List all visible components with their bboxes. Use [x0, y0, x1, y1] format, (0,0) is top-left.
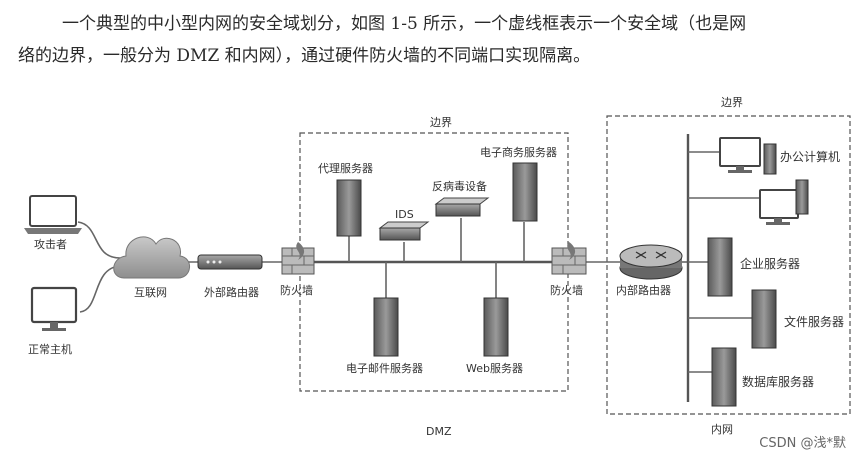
- watermark: CSDN @浅*默: [759, 436, 846, 451]
- antivirus-label: 反病毒设备: [432, 179, 487, 193]
- internet-label: 互联网: [134, 286, 167, 299]
- external-router-label: 外部路由器: [204, 285, 259, 299]
- normal-host-label: 正常主机: [28, 342, 72, 356]
- firewall-left-icon: [281, 242, 315, 275]
- office-computer-2-icon: [759, 179, 809, 225]
- internal-router-icon: [619, 244, 683, 280]
- database-server-icon: [711, 347, 737, 407]
- office-computer-monitor-icon: [719, 137, 777, 175]
- intranet-zone: [606, 115, 851, 415]
- ids-label: IDS: [395, 208, 414, 221]
- external-router-icon: [197, 254, 263, 270]
- database-server-label: 数据库服务器: [742, 374, 814, 389]
- ids-device-icon: [378, 221, 430, 241]
- enterprise-server-label: 企业服务器: [740, 256, 800, 271]
- firewall-right-label: 防火墙: [550, 283, 583, 297]
- normal-host-monitor-icon: [30, 286, 78, 331]
- web-server-icon: [483, 297, 509, 357]
- intro-paragraph: 一个典型的中小型内网的安全域划分，如图 1-5 所示，一个虚线框表示一个安全域（…: [18, 8, 854, 72]
- attacker-label: 攻击者: [34, 237, 67, 251]
- mail-server-label: 电子邮件服务器: [346, 362, 423, 375]
- intro-line-2: 络的边界，一般分为 DMZ 和内网），通过硬件防火墙的不同端口实现隔离。: [18, 46, 591, 66]
- intranet-label: 内网: [711, 422, 733, 436]
- enterprise-server-icon: [707, 237, 733, 297]
- ecommerce-server-icon: [512, 162, 538, 222]
- dmz-label: DMZ: [426, 425, 452, 438]
- mail-server-icon: [373, 297, 399, 357]
- intro-line-1: 一个典型的中小型内网的安全域划分，如图 1-5 所示，一个虚线框表示一个安全域（…: [62, 14, 747, 34]
- office-computer-label: 办公计算机: [780, 149, 840, 164]
- intranet-boundary-label: 边界: [721, 96, 743, 109]
- connection-lines: [77, 134, 760, 402]
- attacker-laptop-icon: [24, 195, 82, 234]
- firewall-left-label: 防火墙: [280, 283, 313, 297]
- firewall-right-icon: [551, 242, 587, 275]
- proxy-server-icon: [336, 179, 362, 237]
- file-server-label: 文件服务器: [784, 314, 844, 329]
- internal-router-label: 内部路由器: [616, 283, 671, 297]
- antivirus-device-icon: [434, 197, 490, 217]
- internet-cloud-icon: [113, 236, 190, 279]
- web-server-label: Web服务器: [466, 362, 523, 375]
- ecommerce-server-label: 电子商务服务器: [480, 145, 557, 159]
- file-server-icon: [751, 289, 777, 349]
- dmz-boundary-label: 边界: [430, 116, 452, 129]
- proxy-server-label: 代理服务器: [318, 162, 373, 175]
